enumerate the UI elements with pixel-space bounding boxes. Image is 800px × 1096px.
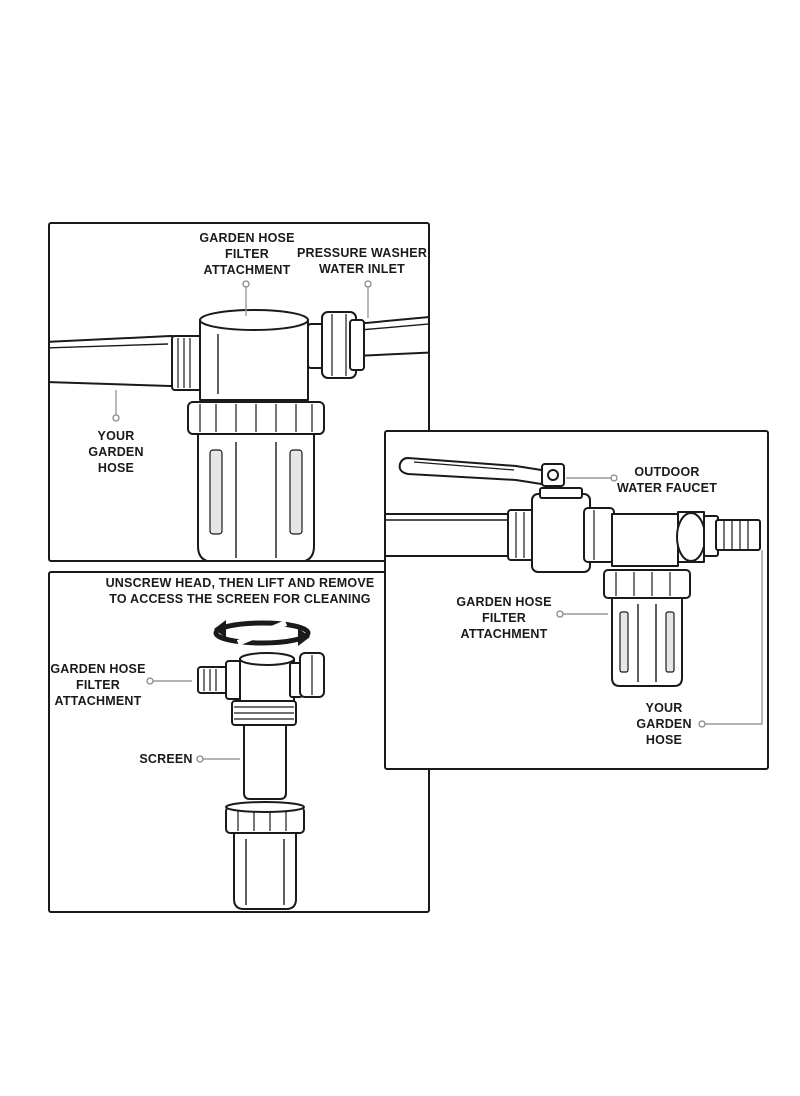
label-pressure-washer-inlet: PRESSURE WASHER WATER INLET [296, 246, 428, 276]
label-garden-hose-filter-bottom: GARDEN HOSE FILTER ATTACHMENT [50, 662, 146, 708]
filter-bowl-removed [233, 832, 297, 910]
filter-head [199, 309, 309, 401]
panel-faucet-installation: OUTDOOR WATER FAUCET GARDEN HOSE FILTER … [384, 430, 769, 770]
filter-bowl-faucet [611, 597, 683, 687]
panel-filter-connection: GARDEN HOSE FILTER ATTACHMENT PRESSURE W… [48, 222, 430, 562]
label-garden-hose-filter-top: GARDEN HOSE FILTER ATTACHMENT [199, 231, 295, 277]
rotate-arrows-icon [213, 620, 311, 646]
faucet-valve [507, 487, 615, 573]
filter-screen-illustration [146, 620, 325, 910]
instruction-text: UNSCREW HEAD, THEN LIFT AND REMOVE TO AC… [105, 576, 375, 606]
wall-pipe [386, 513, 511, 557]
filter-nut-ring [187, 401, 325, 435]
filter-head-faucet [611, 511, 761, 567]
filter-screen [243, 724, 287, 800]
filter-nut-ring-faucet [603, 569, 691, 599]
label-your-garden-hose-top: YOUR GARDEN HOSE [88, 429, 144, 475]
threaded-neck [231, 700, 297, 726]
filter-connection-illustration [50, 280, 428, 560]
label-outdoor-water-faucet: OUTDOOR WATER FAUCET [616, 465, 718, 495]
label-garden-hose-filter-right: GARDEN HOSE FILTER ATTACHMENT [456, 595, 552, 641]
filter-head-removed [197, 652, 325, 702]
garden-hose-left [50, 335, 183, 387]
faucet-lever [398, 457, 565, 487]
label-your-garden-hose-right: YOUR GARDEN HOSE [636, 701, 692, 747]
filter-bowl [197, 433, 315, 560]
filter-nut-ring-removed [225, 801, 305, 834]
garden-hose-right [354, 316, 428, 357]
label-screen: SCREEN [139, 752, 193, 766]
pressure-washer-inlet [307, 311, 365, 379]
panel-screen-cleaning: UNSCREW HEAD, THEN LIFT AND REMOVE TO AC… [48, 571, 430, 913]
water-faucet-illustration [386, 457, 763, 728]
